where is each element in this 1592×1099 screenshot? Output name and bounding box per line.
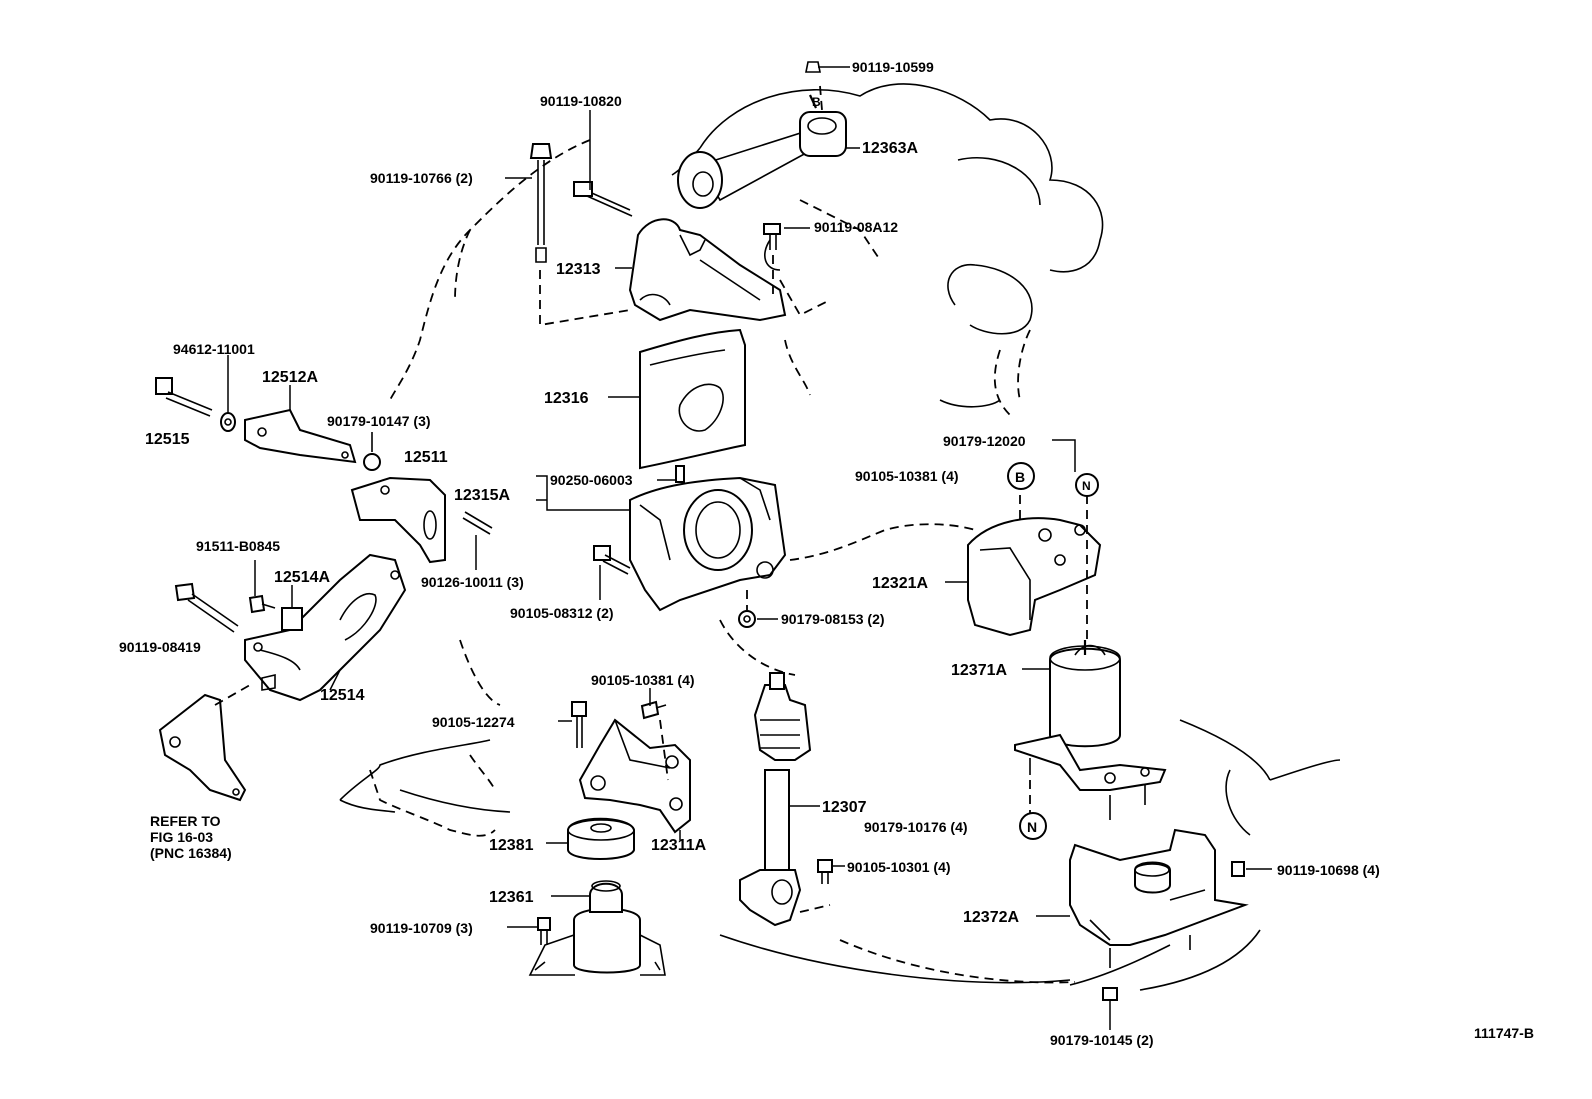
label-90179-10145: 90179-10145 (2): [1050, 1032, 1154, 1048]
label-90250-06003: 90250-06003: [550, 472, 633, 488]
refer-line-1: REFER TO: [150, 813, 221, 829]
label-90179-10176: 90179-10176 (4): [864, 819, 968, 835]
label-12514: 12514: [320, 687, 365, 704]
marker-n-top: N: [1082, 479, 1091, 493]
label-12307: 12307: [822, 799, 867, 816]
label-90119-10820: 90119-10820: [540, 93, 622, 109]
label-90119-10709: 90119-10709 (3): [370, 920, 473, 936]
refer-line-3: (PNC 16384): [150, 845, 232, 861]
label-12372A: 12372A: [963, 909, 1019, 926]
label-90119-10599: 90119-10599: [852, 59, 934, 75]
marker-n-bottom: N: [1027, 819, 1037, 835]
label-94612-11001: 94612-11001: [173, 341, 255, 357]
label-12316: 12316: [544, 390, 589, 407]
label-12313: 12313: [556, 261, 601, 278]
label-12315A: 12315A: [454, 487, 510, 504]
label-12363A: 12363A: [862, 140, 918, 157]
torque-rod-12307: [739, 672, 845, 927]
label-90105-08312: 90105-08312 (2): [510, 605, 614, 621]
bracket-12315A: [536, 465, 787, 628]
insulator-12316: [608, 328, 746, 470]
mount-12372A: [1036, 828, 1272, 1030]
circle-markers: [1007, 439, 1099, 840]
label-12511: 12511: [404, 449, 448, 466]
mount-12371A: [1014, 640, 1167, 820]
label-12514A: 12514A: [274, 569, 330, 586]
bracket-12313: [505, 110, 810, 327]
label-90105-10301: 90105-10301 (4): [847, 859, 951, 875]
label-90179-12020: 90179-12020: [943, 433, 1026, 449]
label-90179-10147: 90179-10147 (3): [327, 413, 431, 429]
torque-rod-12363A: [677, 61, 860, 209]
label-90119-10766: 90119-10766 (2): [370, 170, 473, 186]
transmission-outline: [719, 523, 1341, 991]
marker-b-small: B: [812, 95, 821, 109]
part-labels: 90119-10599 90119-10820 12363A 90119-107…: [119, 59, 1534, 1048]
label-90119-10698: 90119-10698 (4): [1277, 862, 1380, 878]
label-90105-10381-top: 90105-10381 (4): [855, 468, 959, 484]
engine-outline: [389, 83, 1104, 416]
figure-id: 111747-B: [1474, 1025, 1534, 1041]
left-brackets: [155, 355, 493, 570]
label-12321A: 12321A: [872, 575, 928, 592]
label-12361: 12361: [489, 889, 534, 906]
label-90105-10381-mid: 90105-10381 (4): [591, 672, 695, 688]
mount-12361: [507, 880, 666, 976]
label-12515: 12515: [145, 431, 190, 448]
transaxle-case-outline: [339, 639, 511, 837]
bracket-12321A: [945, 495, 1102, 640]
label-90105-12274: 90105-12274: [432, 714, 515, 730]
label-12311A: 12311A: [651, 837, 707, 854]
label-12371A: 12371A: [951, 662, 1007, 679]
label-12381: 12381: [489, 837, 534, 854]
label-90119-08A12: 90119-08A12: [814, 219, 898, 235]
label-90126-10011: 90126-10011 (3): [421, 574, 524, 590]
refer-line-2: FIG 16-03: [150, 829, 213, 845]
label-91511-B0845: 91511-B0845: [196, 538, 280, 554]
marker-b-circle: B: [1015, 469, 1025, 485]
label-12512A: 12512A: [262, 369, 318, 386]
label-90119-08419: 90119-08419: [119, 639, 201, 655]
bracket-12514: [158, 553, 407, 802]
label-90179-08153: 90179-08153 (2): [781, 611, 885, 627]
mount-bracket-12311A: [546, 688, 691, 860]
